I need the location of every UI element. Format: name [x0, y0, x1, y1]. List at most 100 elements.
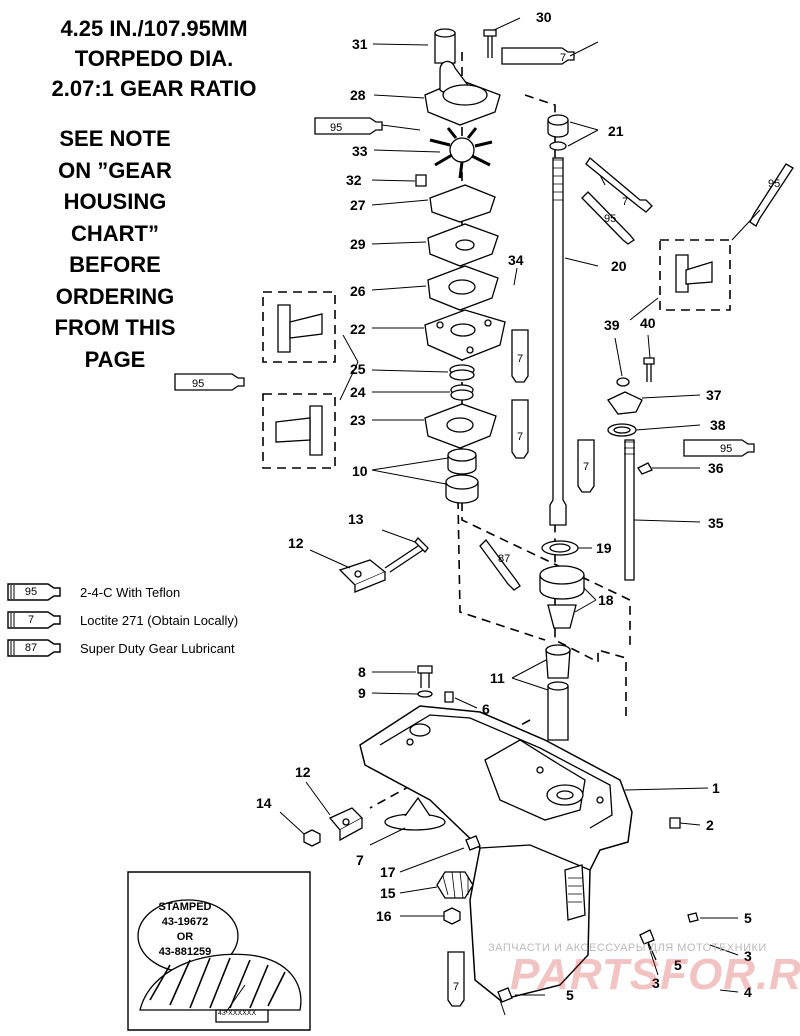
callout-22: 22: [350, 321, 366, 337]
part-33-impeller: [429, 127, 493, 179]
note-line: PAGE: [84, 346, 146, 372]
part-37-retainer: [607, 391, 643, 415]
part-13-bolt: [384, 537, 429, 573]
callout-5: 5: [744, 910, 752, 926]
tube-label: 7: [622, 196, 628, 208]
part-5-washer: [687, 912, 699, 923]
lubricant-tube-icon: [511, 329, 529, 383]
callout-18: 18: [598, 592, 614, 608]
callout-33: 33: [352, 143, 368, 159]
tube-label: 87: [498, 553, 510, 565]
callout-3: 3: [744, 948, 752, 964]
callout-19: 19: [596, 540, 612, 556]
legend-code: 95: [24, 586, 38, 598]
callout-29: 29: [350, 236, 366, 252]
tube-label: 7: [517, 353, 523, 365]
tube-label: 95: [720, 443, 732, 455]
legend-text: 2-4-C With Teflon: [80, 584, 181, 600]
part-36-clip: [637, 462, 653, 475]
stamped-part-note: STAMPED 43-19672 OR 43-881259: [135, 900, 235, 960]
part-12-lower-anode: [328, 807, 364, 842]
part-22-pump-base: [424, 309, 506, 361]
part-16-nut: [443, 907, 461, 925]
tube-label: 7: [560, 52, 566, 64]
tube-label: 95: [330, 122, 342, 134]
note-line: SEE NOTE: [59, 126, 171, 151]
tube-label: 95: [604, 213, 616, 225]
lubricant-tube-icon: [581, 191, 635, 245]
callout-28: 28: [350, 87, 366, 103]
callout-6: 6: [482, 701, 490, 717]
callout-2: 2: [706, 817, 714, 833]
title-line-3: 2.07:1 GEAR RATIO: [51, 76, 257, 101]
callout-5: 5: [566, 987, 574, 1003]
lubricant-tube-icon: [511, 399, 529, 459]
legend-code: 87: [24, 642, 38, 654]
tube-label: 95: [768, 178, 780, 190]
note-line: FROM THIS: [54, 315, 176, 340]
part-11-sleeves: [545, 644, 571, 741]
part-26-gasket: [427, 265, 499, 311]
part-29-plate: [427, 223, 499, 267]
part-9-washer: [417, 690, 433, 698]
lubricant-tube-icon: 7: [6, 611, 66, 629]
part-8-screw: [417, 665, 433, 688]
part-18-bearing: [539, 565, 585, 629]
callout-37: 37: [706, 387, 722, 403]
legend-text: Super Duty Gear Lubricant: [80, 640, 235, 656]
lubricant-tube-icon: [447, 951, 465, 1007]
callout-4: 4: [744, 984, 752, 1000]
part-14-nut: [303, 829, 321, 847]
leader-lines: [279, 17, 761, 1016]
lubricant-tube-icon: [314, 117, 383, 135]
part-28-pump-cover: [424, 60, 501, 126]
note-line: BEFORE: [69, 252, 161, 277]
callout-14: 14: [256, 795, 272, 811]
part-31-sleeve: [434, 28, 456, 64]
part-25-seal: [449, 364, 475, 381]
ordering-note: SEE NOTE ON ”GEAR HOUSING CHART” BEFORE …: [20, 123, 210, 375]
lubricant-tube-icon: [585, 157, 653, 213]
part-23-gasket: [424, 403, 497, 449]
part-1-gear-housing: [359, 705, 633, 1001]
callout-8: 8: [358, 664, 366, 680]
callout-13: 13: [348, 511, 364, 527]
lubricant-tube-icon: [577, 439, 595, 493]
callout-39: 39: [604, 317, 620, 333]
note-line: HOUSING: [63, 189, 167, 214]
lubricant-tube-icon: [479, 539, 521, 591]
callout-34: 34: [508, 252, 524, 268]
tube-label: 7: [583, 461, 589, 473]
callout-15: 15: [380, 885, 396, 901]
lubricant-tube-icon: 95: [6, 583, 66, 601]
callout-12: 12: [295, 764, 311, 780]
lubricant-legend: 95 2-4-C With Teflon 7 Loctite 271 (Obta…: [6, 578, 306, 662]
lubricant-tube-icon: [683, 439, 755, 457]
part-20-drive-shaft: [549, 157, 567, 526]
callout-20: 20: [611, 258, 627, 274]
stamp-line: OR: [176, 931, 194, 943]
callout-5: 5: [674, 957, 682, 973]
callout-27: 27: [350, 197, 366, 213]
part-30-screw: [483, 29, 497, 58]
callout-32: 32: [346, 172, 362, 188]
part-6-plug: [444, 691, 454, 703]
part-21-bushings: [547, 114, 569, 151]
part-12-anode: [338, 559, 387, 593]
legend-code: 7: [27, 614, 35, 626]
callout-1: 1: [712, 780, 720, 796]
assembly-dash-lines: [262, 52, 731, 809]
part-19-shim: [541, 540, 579, 556]
part-2-plug: [669, 817, 681, 829]
legend-row: 87 Super Duty Gear Lubricant: [6, 634, 306, 662]
part-3-screw: [639, 929, 657, 961]
callout-10: 10: [352, 463, 368, 479]
part-27-gasket: [429, 184, 496, 223]
lubricant-tube-icon: [501, 47, 575, 65]
callout-30: 30: [536, 9, 552, 25]
legend-row: 95 2-4-C With Teflon: [6, 578, 306, 606]
tube-label: 7: [453, 981, 459, 993]
callout-7: 7: [356, 852, 364, 868]
tube-label: 7: [517, 431, 523, 443]
